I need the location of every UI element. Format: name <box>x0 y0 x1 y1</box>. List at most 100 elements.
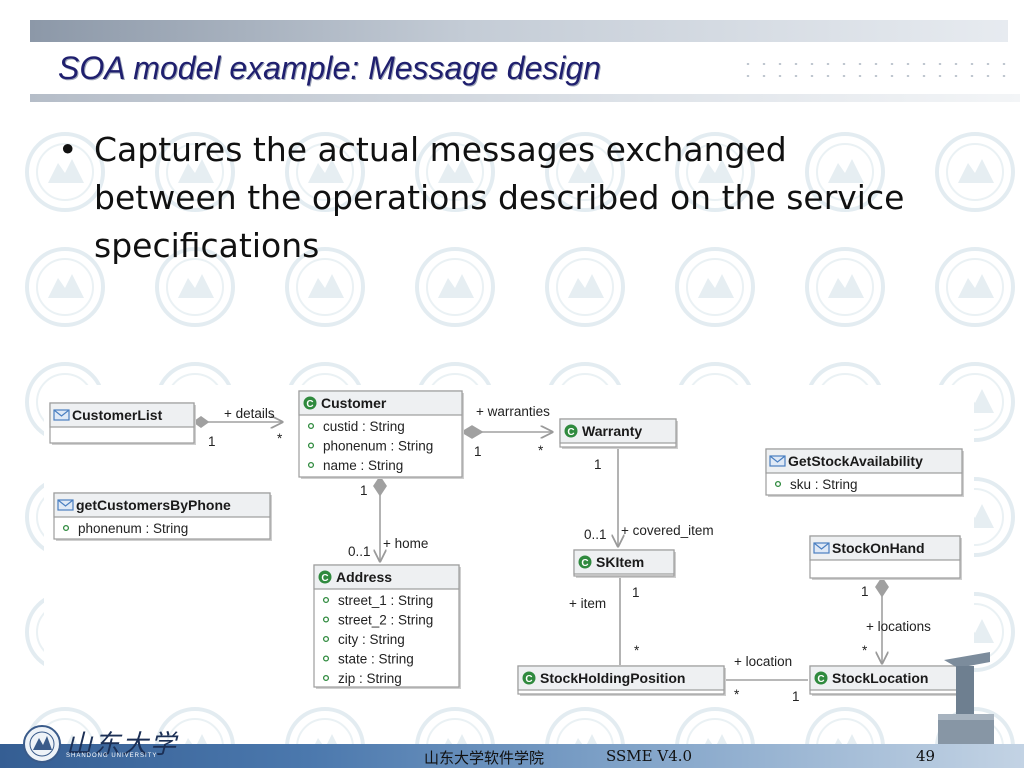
uml-box-title: Customer <box>321 395 387 411</box>
title-band-bottom <box>30 94 1020 102</box>
mult-home-src: 1 <box>360 483 368 498</box>
mult-details-src: 1 <box>208 434 216 449</box>
composition-diamond-warranties <box>460 425 484 439</box>
composition-diamond-details <box>192 416 210 428</box>
title-band-top <box>30 20 1008 42</box>
footer-course: SSME V4.0 <box>606 747 693 765</box>
class-icon: C <box>564 424 578 438</box>
class-icon: C <box>578 555 592 569</box>
uml-box-title: CustomerList <box>72 407 163 423</box>
bullet-glyph: • <box>58 130 78 169</box>
uml-attribute: phonenum : String <box>323 439 433 454</box>
attribute-icon <box>322 674 330 682</box>
uml-box-stocklocation: C StockLocation <box>809 665 966 696</box>
label-covered-item: + covered_item <box>621 523 714 538</box>
mult-warranties-tgt: * <box>538 443 544 458</box>
attribute-icon <box>322 635 330 643</box>
svg-text:C: C <box>817 674 824 685</box>
label-location: + location <box>734 654 792 669</box>
uml-attribute: custid : String <box>323 419 405 434</box>
connectors <box>192 416 889 681</box>
mult-covered-tgt: 0..1 <box>584 527 607 542</box>
class-icon: C <box>318 570 332 584</box>
bullet-point: • Captures the actual messages exchanged… <box>58 126 918 270</box>
composition-diamond-home <box>373 475 387 497</box>
university-logo-text: 山东大学 <box>66 730 179 760</box>
podium-decoration <box>938 652 994 744</box>
uml-box-address: C Address street_1 : String street_2 : Stri… <box>313 564 461 689</box>
uml-box-customer: C Customer custid : String phonenum : Strin… <box>298 390 464 479</box>
footer-bar <box>0 744 1024 768</box>
bullet-text: Captures the actual messages exchanged b… <box>94 130 905 265</box>
mult-home-tgt: 0..1 <box>348 544 371 559</box>
uml-attribute: street_2 : String <box>338 613 433 628</box>
attribute-icon <box>774 480 782 488</box>
svg-text:C: C <box>567 427 574 438</box>
uml-box-title: GetStockAvailability <box>788 453 923 469</box>
mult-locations-tgt: * <box>862 643 868 658</box>
uml-diagram: + details 1 * + warranties 1 * 1 + home … <box>44 385 974 704</box>
uml-box-warranty: C Warranty <box>559 418 678 449</box>
mult-location-tgt: 1 <box>792 689 800 704</box>
uml-attribute: sku : String <box>790 477 858 492</box>
message-icon <box>769 455 786 467</box>
class-icon: C <box>814 671 828 685</box>
svg-text:C: C <box>321 573 328 584</box>
uml-box-getcustomersbyphone: getCustomersByPhone phonenum : String <box>53 492 272 541</box>
uml-box-customerlist: CustomerList <box>49 402 196 445</box>
mult-item-tgt: * <box>634 643 640 658</box>
message-icon <box>57 499 74 511</box>
uml-box-skitem: C SKItem <box>573 549 676 578</box>
page-title: SOA model example: Message design <box>58 50 602 86</box>
label-item: + item <box>569 596 606 611</box>
attribute-icon <box>322 616 330 623</box>
university-logo-subtitle: SHANDONG UNIVERSITY <box>66 753 158 759</box>
uml-attribute: zip : String <box>338 671 402 686</box>
uml-attribute: city : String <box>338 632 405 647</box>
attribute-icon <box>307 442 315 449</box>
label-details: + details <box>224 406 275 421</box>
mult-location-src: * <box>734 687 740 702</box>
title-dot-pattern <box>740 58 1010 82</box>
message-icon <box>53 409 70 421</box>
attribute-icon <box>322 655 330 662</box>
uml-box-stockonhand: StockOnHand <box>809 535 962 580</box>
label-warranties: + warranties <box>476 404 550 419</box>
svg-text:C: C <box>306 399 313 410</box>
svg-text:C: C <box>525 674 532 685</box>
uml-attribute: state : String <box>338 652 414 667</box>
uml-box-title: StockHoldingPosition <box>540 670 685 686</box>
composition-diamond-locations <box>875 576 889 598</box>
uml-box-title: StockOnHand <box>832 540 925 556</box>
attribute-icon <box>62 524 70 532</box>
label-home: + home <box>383 536 428 551</box>
mult-details-tgt: * <box>277 431 283 446</box>
mult-locations-src: 1 <box>861 584 869 599</box>
uml-attribute: street_1 : String <box>338 593 433 608</box>
message-icon <box>813 542 830 554</box>
university-seal-icon <box>23 725 61 763</box>
uml-attribute: phonenum : String <box>78 521 188 536</box>
uml-attribute: name : String <box>323 458 403 473</box>
page-number: 49 <box>916 747 936 765</box>
svg-text:C: C <box>581 558 588 569</box>
attribute-icon <box>307 461 315 469</box>
label-locations: + locations <box>866 619 931 634</box>
uml-box-title: Warranty <box>582 423 642 439</box>
mult-item-src: 1 <box>632 585 640 600</box>
attribute-icon <box>307 422 315 430</box>
footer-school: 山东大学软件学院 <box>424 749 545 767</box>
attribute-icon <box>322 596 330 604</box>
mult-covered-src: 1 <box>594 457 602 472</box>
uml-box-title: Address <box>336 569 392 585</box>
uml-box-getstockavailability: GetStockAvailability sku : String <box>765 448 964 497</box>
uml-box-stockholdingposition: C StockHoldingPosition <box>517 665 726 696</box>
class-icon: C <box>522 671 536 685</box>
connector-labels: + details 1 * + warranties 1 * 1 + home … <box>208 404 931 704</box>
uml-box-title: StockLocation <box>832 670 928 686</box>
uml-box-title: SKItem <box>596 554 644 570</box>
uml-box-title: getCustomersByPhone <box>76 497 231 513</box>
class-icon: C <box>303 396 317 410</box>
mult-warranties-src: 1 <box>474 444 482 459</box>
